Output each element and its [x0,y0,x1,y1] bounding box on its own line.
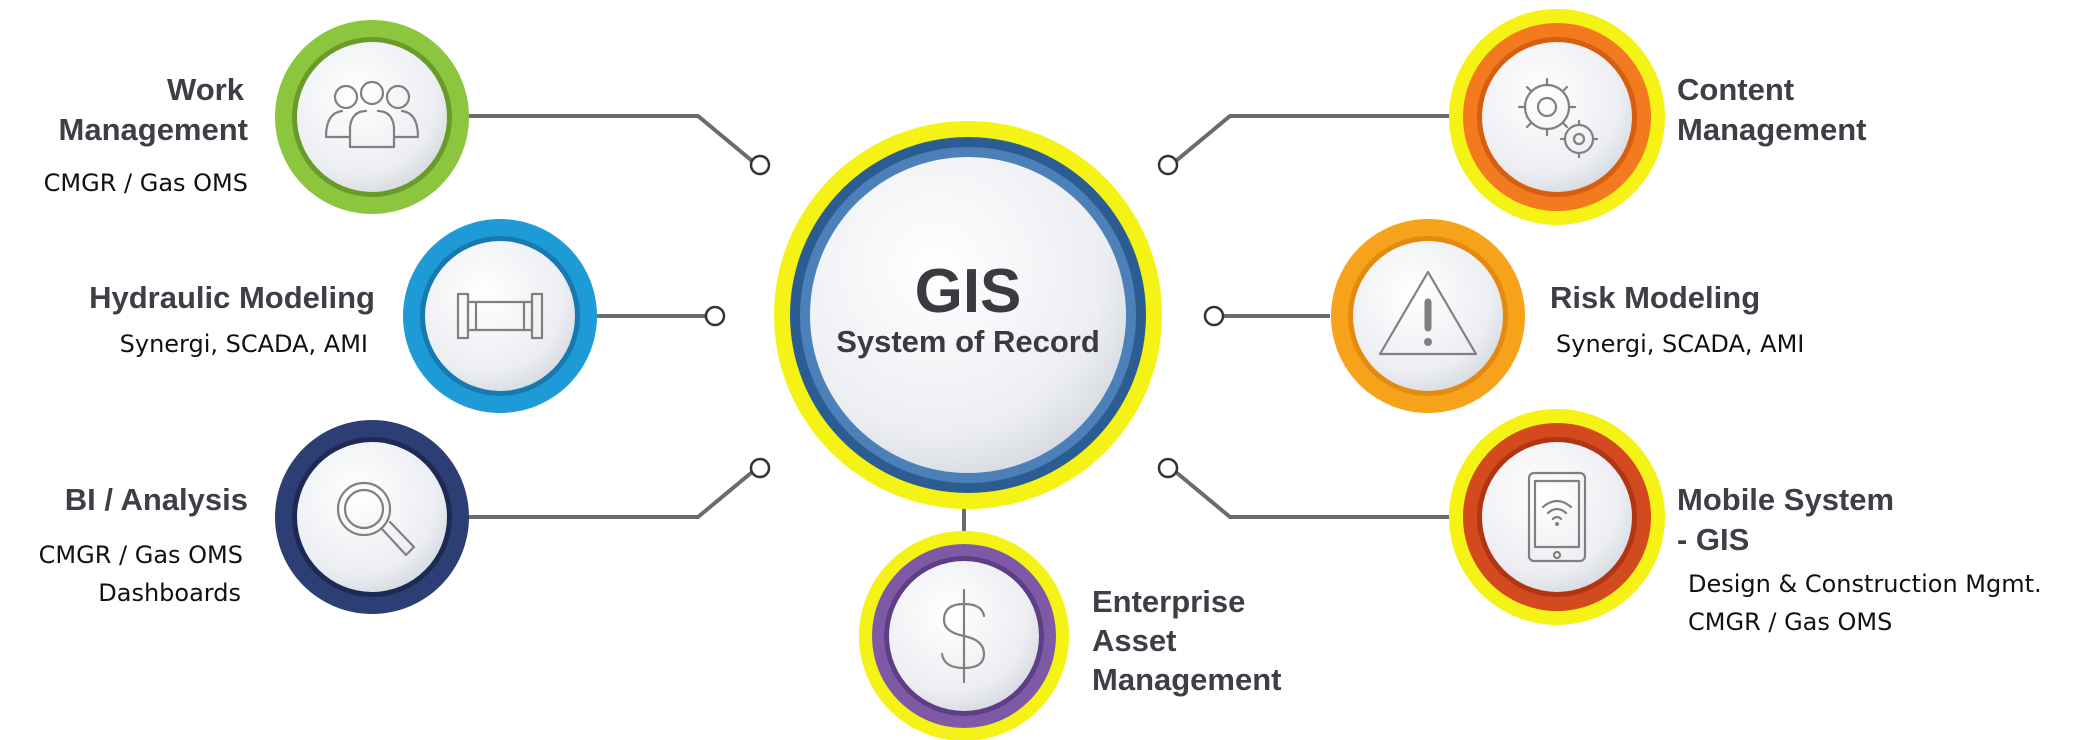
connector-dot-hydraulic-modeling [704,305,726,327]
work-management-title-1: Work [167,72,245,107]
hydraulic-modeling-inner [425,241,575,391]
content-management-title-2: Management [1677,112,1866,147]
work-management-subtitle-1: CMGR / Gas OMS [44,169,248,197]
risk-modeling-title: Risk Modeling [1550,280,1760,315]
risk-modeling-subtitle: Synergi, SCADA, AMI [1556,330,1804,358]
bi-analysis-inner [297,442,447,592]
enterprise-asset-title-1: Enterprise [1092,584,1245,619]
node-hydraulic-modeling: Hydraulic Modeling Synergi, SCADA, AMI [89,219,597,413]
connectors [468,114,1455,548]
node-bi-analysis: BI / Analysis CMGR / Gas OMS Dashboards [39,420,469,614]
dollar-icon [940,588,986,684]
node-enterprise-asset-management: Enterprise Asset Management [859,531,1281,740]
gears-icon [1517,77,1599,159]
mobile-system-title-1: Mobile System [1677,482,1894,517]
warning-icon [1378,270,1478,356]
bi-analysis-subtitle-2: Dashboards [98,579,241,607]
magnifier-icon [336,481,416,557]
tablet-wifi-icon [1527,471,1587,563]
connector-bi-analysis [468,466,759,519]
enterprise-asset-title-2: Asset [1092,623,1176,658]
gis-center-subtitle: System of Record [836,324,1100,359]
connector-content-management [1169,114,1455,167]
gis-center-inner [810,157,1126,473]
gis-center-node: GIS System of Record [774,121,1162,509]
content-management-inner [1482,42,1632,192]
node-mobile-system: Mobile System - GIS Design & Constructio… [1449,409,2042,636]
content-management-title-1: Content [1677,72,1794,107]
work-management-inner [297,42,447,192]
node-work-management: Work Management CMGR / Gas OMS [44,20,469,214]
connector-dot-risk-modeling [1203,305,1225,327]
work-management-title-2: Management [59,112,248,147]
node-content-management: Content Management [1449,9,1866,225]
connector-dot-bi-analysis [749,457,771,479]
hydraulic-modeling-subtitle: Synergi, SCADA, AMI [120,330,368,358]
node-risk-modeling: Risk Modeling Synergi, SCADA, AMI [1331,219,1804,413]
gis-center-title: GIS [915,257,1022,326]
connector-dot-work-management [749,154,771,176]
bi-analysis-subtitle-1: CMGR / Gas OMS [39,541,243,569]
mobile-system-subtitle-1: Design & Construction Mgmt. [1688,570,2042,598]
bi-analysis-title: BI / Analysis [65,482,248,517]
pipe-icon [456,292,544,340]
connector-dot-content-management [1157,154,1179,176]
mobile-system-subtitle-2: CMGR / Gas OMS [1688,608,1892,636]
connector-mobile-system [1169,466,1455,519]
mobile-system-title-2: - GIS [1677,522,1749,557]
connector-dot-mobile-system [1157,457,1179,479]
connector-work-management [468,114,759,167]
people-group-icon [324,80,420,149]
enterprise-asset-title-3: Management [1092,662,1281,697]
hydraulic-modeling-title: Hydraulic Modeling [89,280,375,315]
